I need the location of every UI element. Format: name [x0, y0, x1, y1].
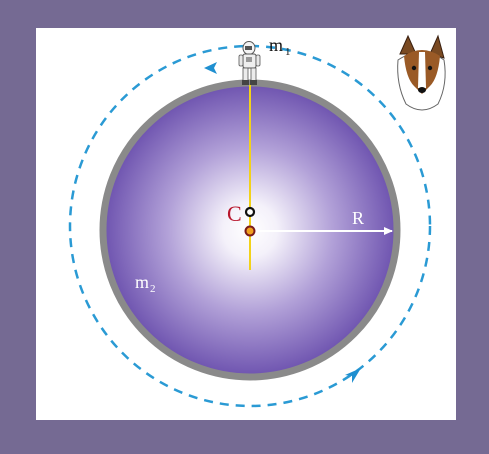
- satellite-mass-label: m: [269, 35, 283, 55]
- orbit-arrow-bottom: [345, 368, 361, 383]
- planet-mass-subscript: 2: [150, 283, 156, 295]
- radius-label: R: [352, 208, 364, 228]
- orbit-path: [68, 44, 432, 408]
- orbit-arrow-top: [204, 62, 217, 74]
- center-label: C: [227, 201, 242, 226]
- dog-head-icon: [397, 34, 446, 111]
- astronaut-icon: [238, 41, 261, 85]
- center-of-mass-marker: [244, 206, 256, 218]
- satellite-mass-subscript: 1: [285, 46, 291, 58]
- planet-mass-label: m: [135, 272, 149, 292]
- planet-center-marker: [244, 225, 256, 237]
